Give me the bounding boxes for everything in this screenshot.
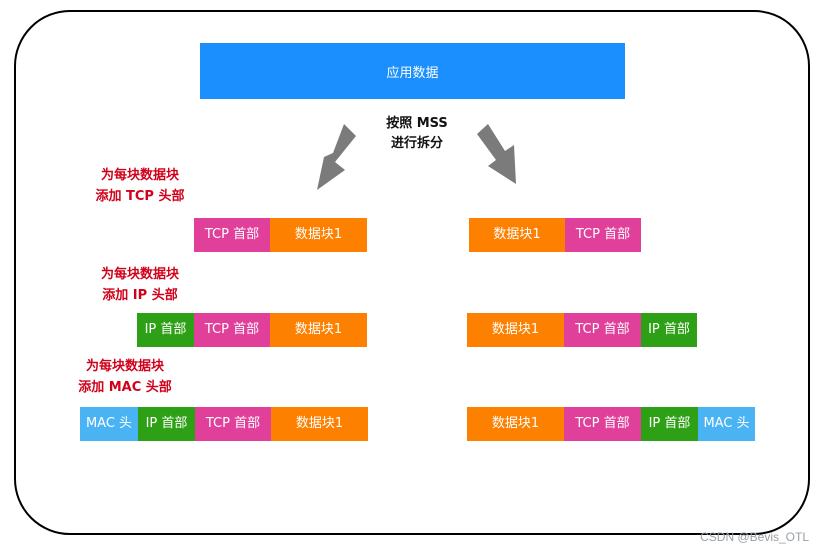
step-label-mac-line-1: 为每块数据块 [85,359,164,374]
watermark: CSDN @Bevis_OTL [700,530,809,544]
step-label-mac-line-2: 添加 MAC 头部 [78,380,172,395]
data-block: 数据块1 [467,313,564,347]
step-label-ip-line-2: 添加 IP 头部 [102,288,178,303]
mac-header-block: MAC 头 [80,407,138,441]
step-label-tcp: 为每块数据块 添加 TCP 头部 [85,165,195,207]
application-data-label: 应用数据 [386,65,439,81]
data-block: 数据块1 [270,218,367,252]
rounded-frame [14,10,810,535]
ip-header-block: IP 首部 [138,407,195,441]
step-label-ip-line-1: 为每块数据块 [100,267,179,282]
data-block: 数据块1 [271,407,368,441]
ip-header-block: IP 首部 [641,407,698,441]
data-block: 数据块1 [469,218,565,252]
tcp-header-block: TCP 首部 [194,218,270,252]
ip-header-block: IP 首部 [137,313,194,347]
step-label-tcp-line-2: 添加 TCP 头部 [95,189,185,204]
step-label-mac: 为每块数据块 添加 MAC 头部 [70,356,180,398]
split-label: 按照 MSS 进行拆分 [365,114,469,154]
mac-header-block: MAC 头 [698,407,755,441]
tcp-header-block: TCP 首部 [194,313,270,347]
left-split-arrow [317,124,356,190]
tcp-header-block: TCP 首部 [564,407,641,441]
tcp-header-block: TCP 首部 [565,218,641,252]
application-data-block: 应用数据 [200,43,625,99]
tcp-header-block: TCP 首部 [564,313,641,347]
right-split-arrow [477,124,516,184]
tcp-header-block: TCP 首部 [195,407,271,441]
split-label-line-2: 进行拆分 [390,136,443,151]
data-block: 数据块1 [467,407,564,441]
data-block: 数据块1 [270,313,367,347]
split-label-line-1: 按照 MSS [386,116,448,131]
step-label-tcp-line-1: 为每块数据块 [100,168,179,183]
step-label-ip: 为每块数据块 添加 IP 头部 [85,264,195,306]
ip-header-block: IP 首部 [641,313,697,347]
